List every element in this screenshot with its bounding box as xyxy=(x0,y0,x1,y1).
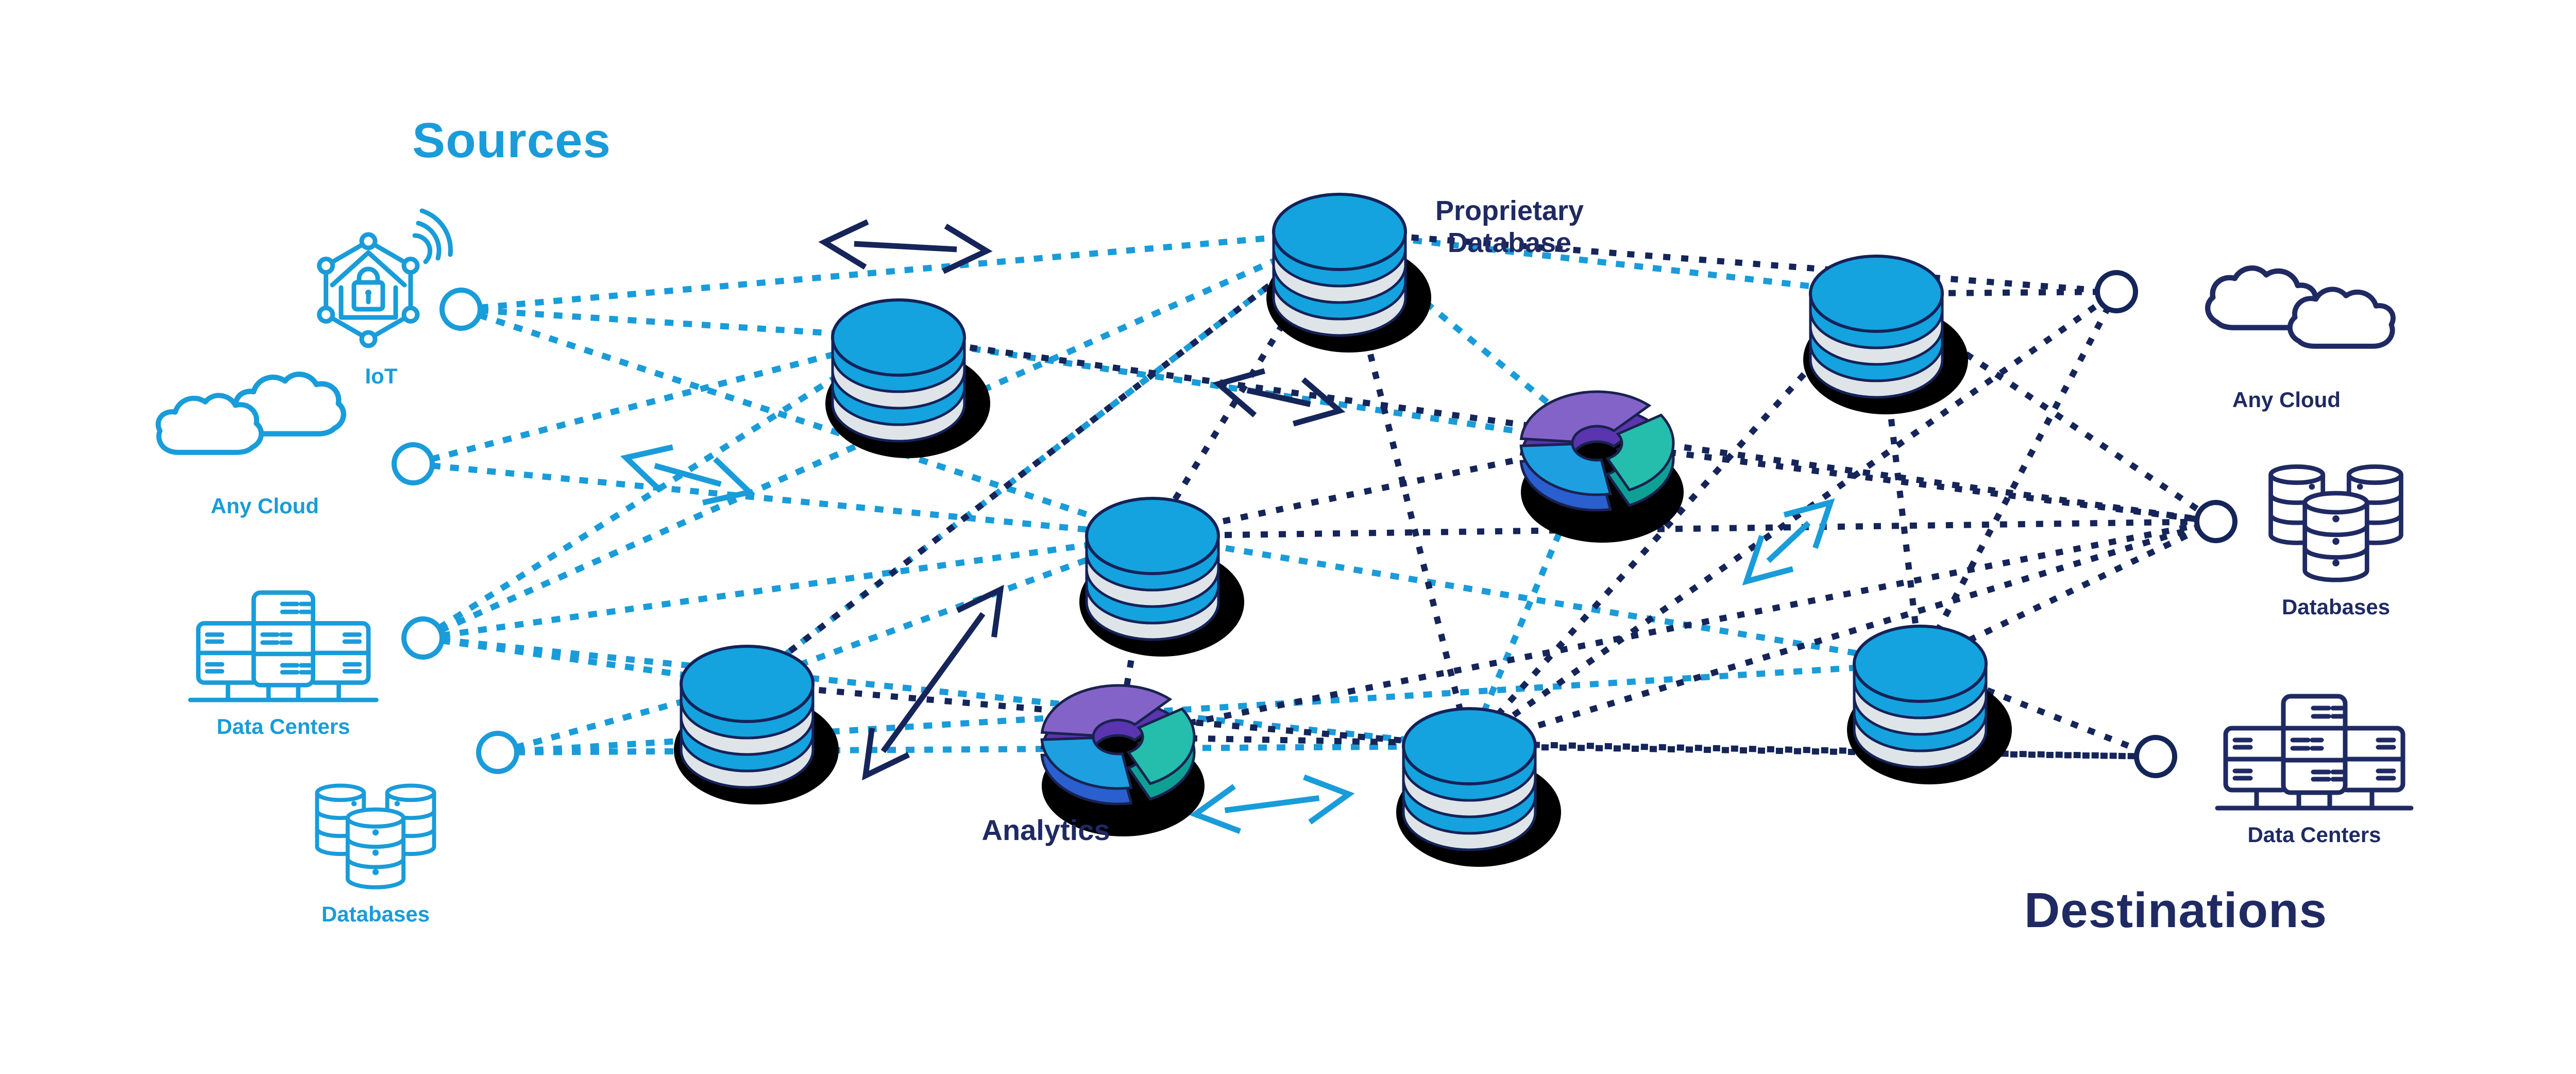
source-any-cloud-label: Any Cloud xyxy=(211,494,319,518)
edge-C3-N4 xyxy=(422,533,1153,641)
database-node-N6 xyxy=(1396,707,1561,867)
connector-R1 xyxy=(2095,270,2138,313)
edge-N3-N6 xyxy=(1467,291,1879,749)
double-arrow-6 xyxy=(1189,774,1355,834)
double-arrow-5 xyxy=(1742,498,1835,585)
edge-N6-R1 xyxy=(1467,289,2119,749)
connector-C1 xyxy=(439,288,483,331)
sources-title: Sources xyxy=(412,113,611,168)
database-node-N7 xyxy=(1847,625,2012,784)
edge-N3-R2 xyxy=(1874,291,2218,524)
source-databases: Databases xyxy=(308,777,443,927)
edge-D1-R2 xyxy=(1597,440,2216,525)
edge-N3-N7 xyxy=(1873,293,1923,664)
destinations-title: Destinations xyxy=(2024,883,2328,938)
database-node-N3 xyxy=(1803,255,1968,414)
edge-C4-N7 xyxy=(497,661,1921,756)
proprietary-database-label: Proprietary Database xyxy=(1435,195,1584,258)
data-center-icon xyxy=(2211,679,2417,813)
edge-N5-N4 xyxy=(745,533,1154,687)
database-node-N5 xyxy=(674,645,839,804)
edge-N2-N5 xyxy=(745,229,1342,686)
data-center-icon xyxy=(184,576,382,705)
database-node-N1 xyxy=(825,298,990,458)
iot-icon xyxy=(308,200,454,355)
database-stack-icon xyxy=(308,777,443,893)
destination-databases-label: Databases xyxy=(2281,595,2391,619)
edge-D2-R2 xyxy=(1117,518,2217,740)
connector-R2 xyxy=(2194,500,2238,543)
double-arrow-1 xyxy=(818,219,993,274)
edge-N4-R2 xyxy=(1152,518,2216,539)
connector-R3 xyxy=(2134,735,2177,778)
edge-C4-N5 xyxy=(497,681,748,756)
destination-data-centers: Data Centers xyxy=(2211,679,2417,847)
source-any-cloud: Any Cloud xyxy=(148,361,381,518)
destination-any-cloud-label: Any Cloud xyxy=(2232,388,2341,412)
database-node-N4 xyxy=(1079,497,1244,657)
edge-N2-N3 xyxy=(1339,229,1877,297)
donut-chart-D2 xyxy=(1040,684,1205,836)
database-node-N2 xyxy=(1266,193,1431,353)
analytics-label: Analytics xyxy=(981,814,1110,846)
edge-C2-N4 xyxy=(413,461,1153,539)
cloud-icon xyxy=(148,361,381,484)
double-arrow-2 xyxy=(1212,368,1346,427)
connector-C3 xyxy=(401,616,445,660)
edge-C4-N6 xyxy=(497,743,1470,756)
double-arrow-3 xyxy=(620,444,756,506)
source-data-centers-label: Data Centers xyxy=(216,714,350,739)
donut-chart-D1 xyxy=(1519,390,1684,543)
connector-C4 xyxy=(476,731,519,774)
edge-N4-N7 xyxy=(1152,533,1921,667)
edge-N6-R2 xyxy=(1468,518,2217,749)
edge-N6-R3 xyxy=(1469,743,2156,760)
source-iot: IoT xyxy=(309,200,453,389)
cloud-icon xyxy=(2170,255,2403,378)
destination-databases: Databases xyxy=(2261,458,2411,619)
edge-N4-D1 xyxy=(1151,440,1598,539)
double-arrow-4 xyxy=(862,584,1004,781)
source-data-centers: Data Centers xyxy=(184,576,382,739)
destination-data-centers-label: Data Centers xyxy=(2247,823,2381,847)
source-iot-label: IoT xyxy=(365,364,398,388)
edge-N2-R1 xyxy=(1339,229,2117,295)
edge-N1-R2 xyxy=(898,334,2216,525)
source-databases-label: Databases xyxy=(321,902,430,926)
destination-any-cloud: Any Cloud xyxy=(2170,255,2403,412)
database-stack-icon xyxy=(2261,458,2411,585)
edge-C3-N6 xyxy=(422,635,1470,749)
connector-C2 xyxy=(392,442,435,485)
